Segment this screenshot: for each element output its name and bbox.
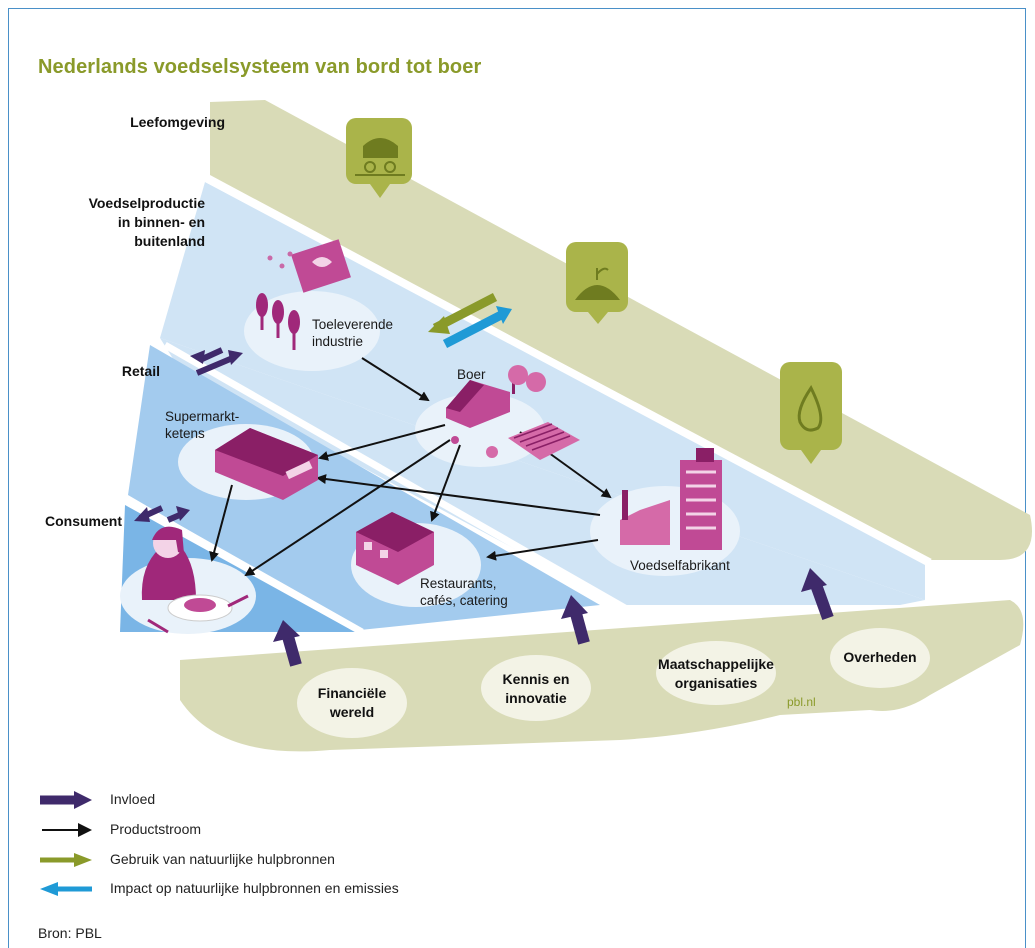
node-label-toeleverende-line1: Toeleverende — [312, 317, 394, 332]
node-label-supermarkt-line2: ketens — [165, 426, 205, 441]
restaurant-icon — [356, 512, 434, 585]
zone-label-leefomgeving: Leefomgeving — [130, 114, 225, 130]
legend-impact-arrow — [40, 882, 92, 896]
actor-label-financiele: Financiële wereld — [300, 684, 404, 722]
node-label-toeleverende-line2: industrie — [312, 334, 364, 349]
actor-label-financiele-line2: wereld — [329, 704, 375, 720]
node-label-supermarkt-line1: Supermarkt- — [165, 409, 240, 424]
legend-invloed: Invloed — [110, 791, 156, 807]
actor-label-maatschappelijke-line1: Maatschappelijke — [658, 656, 774, 672]
actor-bg-maatschappelijke — [656, 641, 776, 705]
zone-label-voedselproductie-line3: buitenland — [134, 233, 205, 249]
figure-frame — [8, 8, 1026, 948]
node-label-supermarkt: Supermarkt- ketens — [165, 408, 239, 442]
consumer-icon — [141, 526, 249, 634]
node-label-restaurants-line1: Restaurants, — [420, 576, 497, 591]
actor-label-financiele-line1: Financiële — [317, 685, 387, 701]
farm-icon — [446, 365, 580, 460]
source-note: Bron: PBL — [38, 925, 102, 941]
actor-label-kennis-line2: innovatie — [505, 690, 567, 706]
node-label-boer: Boer — [457, 367, 486, 382]
actor-bg-overheden — [830, 628, 930, 688]
arrow-impact-hulpbronnen — [442, 309, 508, 348]
water-drop-icon — [780, 362, 842, 464]
node-label-restaurants-line2: cafés, catering — [420, 593, 508, 608]
product-flows — [209, 357, 612, 577]
actor-label-maatschappelijke-line2: organisaties — [674, 675, 758, 691]
factory-icon — [620, 448, 722, 550]
legend-gebruik-arrow — [40, 853, 92, 867]
retail-band — [128, 345, 600, 630]
node-label-restaurants: Restaurants, cafés, catering — [420, 575, 508, 609]
arrow-influence-overheden — [801, 568, 834, 621]
zone-label-voedselproductie-line2: in binnen- en — [117, 214, 205, 230]
actor-label-maatschappelijke: Maatschappelijke organisaties — [648, 655, 784, 693]
zone-label-retail: Retail — [121, 363, 160, 379]
node-label-voedselfabrikant: Voedselfabrikant — [630, 558, 730, 573]
watermark: pbl.nl — [787, 695, 816, 709]
actor-bg-financiele — [297, 668, 407, 738]
actor-bg-kennis — [481, 655, 591, 721]
arrow-influence-kennis — [561, 595, 590, 645]
wheat-icon — [256, 239, 351, 350]
legend-productstroom: Productstroom — [110, 821, 202, 837]
actor-label-kennis-line1: Kennis en — [502, 671, 570, 687]
soil-erosion-icon — [346, 118, 412, 198]
zone-label-consument: Consument — [45, 513, 122, 529]
zone-label-voedselproductie: Voedselproductie in binnen- en buitenlan… — [50, 194, 205, 251]
legend-impact: Impact op natuurlijke hulpbronnen en emi… — [110, 880, 399, 896]
zone-label-voedselproductie-line1: Voedselproductie — [88, 195, 205, 211]
legend-invloed-arrow — [40, 791, 92, 809]
legend-gebruik: Gebruik van natuurlijke hulpbronnen — [110, 851, 335, 867]
legend-productstroom-arrow — [42, 823, 92, 837]
page-title: Nederlands voedselsysteem van bord tot b… — [38, 56, 482, 78]
node-label-toeleverende: Toeleverende industrie — [312, 316, 393, 350]
soil-icon — [566, 242, 628, 324]
arrow-influence-financiele — [273, 620, 302, 667]
actor-label-overheden: Overheden — [843, 649, 917, 665]
supermarket-icon — [215, 428, 318, 500]
voedselproductie-band — [160, 182, 925, 600]
actor-label-kennis: Kennis en innovatie — [484, 670, 588, 708]
